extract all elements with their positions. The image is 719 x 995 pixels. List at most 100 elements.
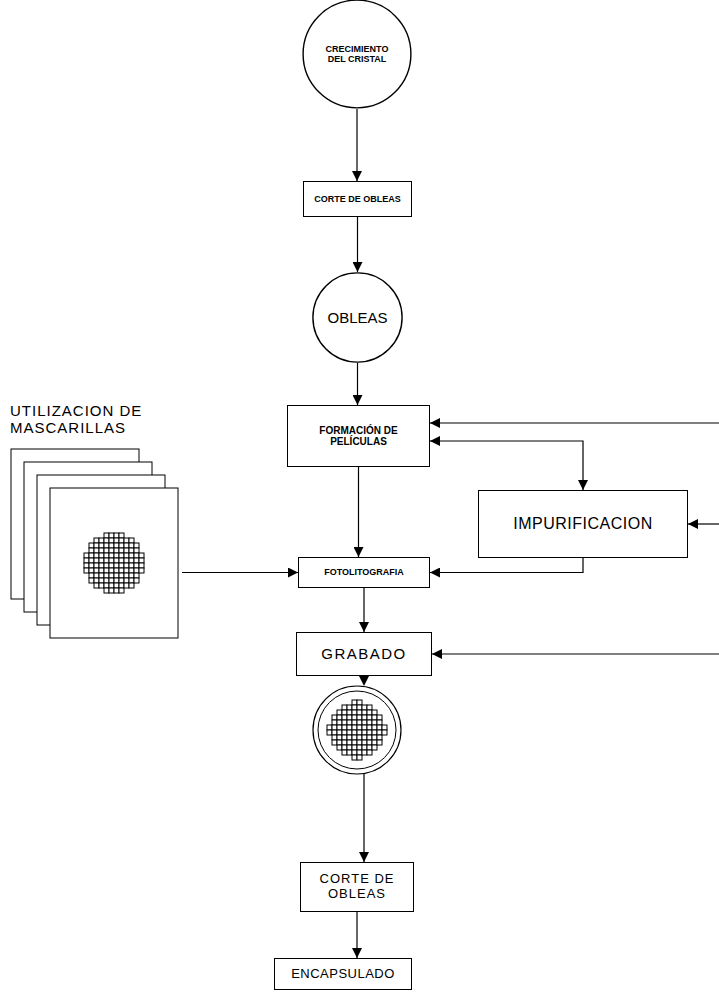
- chip-cell: [372, 720, 377, 725]
- chip-cell: [89, 548, 94, 553]
- chip-cell: [99, 573, 104, 578]
- process-box: IMPURIFICACION: [478, 490, 688, 558]
- wafer-outer: [313, 686, 401, 774]
- chip-cell: [342, 705, 347, 710]
- chip-cell: [114, 553, 119, 558]
- feedback-line: [432, 653, 719, 654]
- chip-cell: [357, 735, 362, 740]
- chip-cell: [109, 588, 114, 593]
- connector: [357, 217, 358, 272]
- chip-cell: [104, 558, 109, 563]
- chip-cell: [114, 538, 119, 543]
- chip-cell: [327, 725, 332, 730]
- chip-cell: [99, 553, 104, 558]
- chip-cell: [337, 720, 342, 725]
- chip-cell: [352, 735, 357, 740]
- chip-cell: [119, 543, 124, 548]
- chip-cell: [109, 553, 114, 558]
- mask-stack-node: UTILIZACION DE MASCARILLAS: [10, 402, 215, 640]
- chip-cell: [104, 563, 109, 568]
- circle-shape: [313, 273, 402, 362]
- state-circle: OBLEAS: [312, 272, 403, 363]
- chip-cell: [357, 715, 362, 720]
- chip-cell: [332, 730, 337, 735]
- chip-cell: [89, 573, 94, 578]
- chip-cell: [134, 563, 139, 568]
- chip-cell: [362, 740, 367, 745]
- chip-cell: [129, 538, 134, 543]
- connector: [356, 109, 357, 181]
- chip-cell: [337, 740, 342, 745]
- chip-cell: [119, 578, 124, 583]
- chip-cell: [367, 745, 372, 750]
- feedback-line: [430, 422, 719, 423]
- chip-cell: [347, 735, 352, 740]
- chip-cell: [109, 583, 114, 588]
- chip-cell: [367, 710, 372, 715]
- chip-cell: [89, 553, 94, 558]
- chip-cell: [337, 715, 342, 720]
- chip-cell: [342, 740, 347, 745]
- chip-cell: [99, 568, 104, 573]
- chip-cell: [377, 735, 382, 740]
- chip-cell: [124, 563, 129, 568]
- chip-cell: [129, 583, 134, 588]
- node-label: FOTOLITOGRAFIA: [324, 567, 404, 577]
- connector: [182, 572, 298, 573]
- chip-cell: [99, 543, 104, 548]
- chip-cell: [372, 730, 377, 735]
- chip-cell: [94, 568, 99, 573]
- connector: [356, 912, 357, 958]
- chip-cell: [84, 563, 89, 568]
- chip-cell: [109, 573, 114, 578]
- chip-cell: [362, 710, 367, 715]
- node-label: FORMACIÓN DE PELÍCULAS: [292, 425, 425, 448]
- chip-cell: [347, 720, 352, 725]
- chip-cell: [119, 538, 124, 543]
- chip-cell: [99, 538, 104, 543]
- chip-cell: [109, 578, 114, 583]
- chip-cell: [337, 745, 342, 750]
- process-box: GRABADO: [296, 632, 432, 676]
- chip-cell: [124, 558, 129, 563]
- chip-cell: [342, 715, 347, 720]
- chip-cell: [337, 735, 342, 740]
- chip-cell: [119, 553, 124, 558]
- chip-cell: [347, 745, 352, 750]
- chip-cell: [114, 543, 119, 548]
- chip-cell: [129, 558, 134, 563]
- chip-cell: [367, 740, 372, 745]
- chip-cell: [134, 553, 139, 558]
- chip-cell: [342, 710, 347, 715]
- chip-cell: [129, 563, 134, 568]
- chip-cell: [104, 533, 109, 538]
- chip-cell: [352, 730, 357, 735]
- chip-cell: [382, 725, 387, 730]
- chip-cell: [124, 583, 129, 588]
- chip-cell: [352, 710, 357, 715]
- chip-cell: [362, 745, 367, 750]
- chip-cell: [89, 558, 94, 563]
- chip-cell: [362, 720, 367, 725]
- chip-cell: [139, 553, 144, 558]
- process-box: CORTE DE OBLEAS: [303, 181, 412, 217]
- wafer-illustration: [313, 686, 401, 774]
- chip-cell: [104, 553, 109, 558]
- chip-cell: [367, 720, 372, 725]
- chip-cell: [342, 730, 347, 735]
- chip-cell: [372, 745, 377, 750]
- chip-cell: [134, 543, 139, 548]
- chip-cell: [129, 573, 134, 578]
- chip-cell: [352, 745, 357, 750]
- chip-cell: [104, 578, 109, 583]
- chip-cell: [119, 533, 124, 538]
- chip-cell: [134, 568, 139, 573]
- connector: [363, 588, 364, 632]
- chip-cell: [372, 715, 377, 720]
- chip-cell: [352, 750, 357, 755]
- chip-cell: [109, 533, 114, 538]
- chip-cell: [104, 543, 109, 548]
- connector: [358, 467, 359, 557]
- chip-cell: [84, 558, 89, 563]
- chip-cell: [89, 543, 94, 548]
